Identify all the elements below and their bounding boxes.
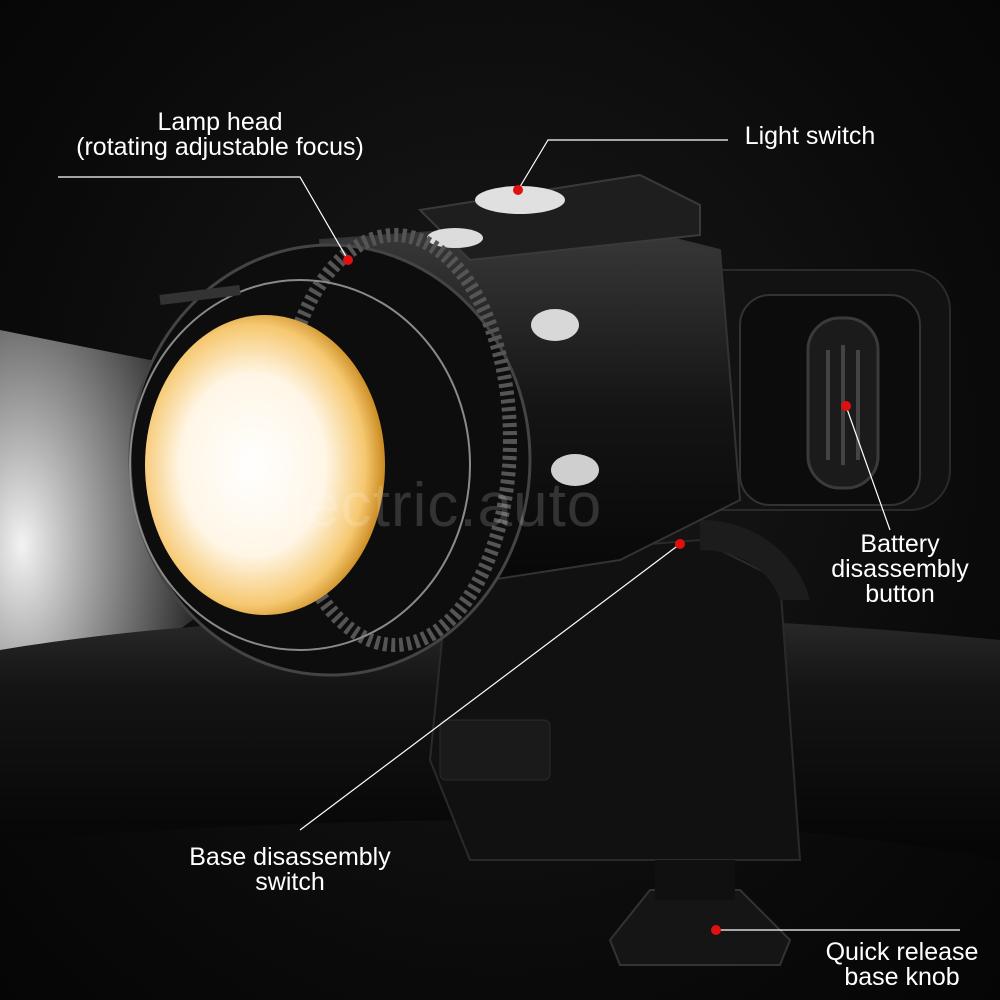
label-battery-button: Battery disassembly button [831, 530, 969, 608]
marker-light-switch [513, 185, 523, 195]
watermark: electric.auto [255, 471, 603, 540]
marker-quick-release [711, 925, 721, 935]
callout-lines [58, 139, 960, 931]
marker-battery-button [841, 401, 851, 411]
lamp-head [128, 228, 532, 677]
marker-base-switch [675, 539, 685, 549]
label-light-switch: Light switch [744, 122, 876, 150]
label-lamp-head: Lamp head (rotating adjustable focus) [76, 108, 364, 161]
mount-bracket [428, 520, 810, 861]
marker-lamp-head [343, 255, 353, 265]
label-base-switch: Base disassembly switch [189, 843, 391, 896]
callout-markers [343, 185, 851, 935]
label-quick-release: Quick release base knob [825, 938, 979, 991]
quick-release-knob [608, 860, 792, 966]
